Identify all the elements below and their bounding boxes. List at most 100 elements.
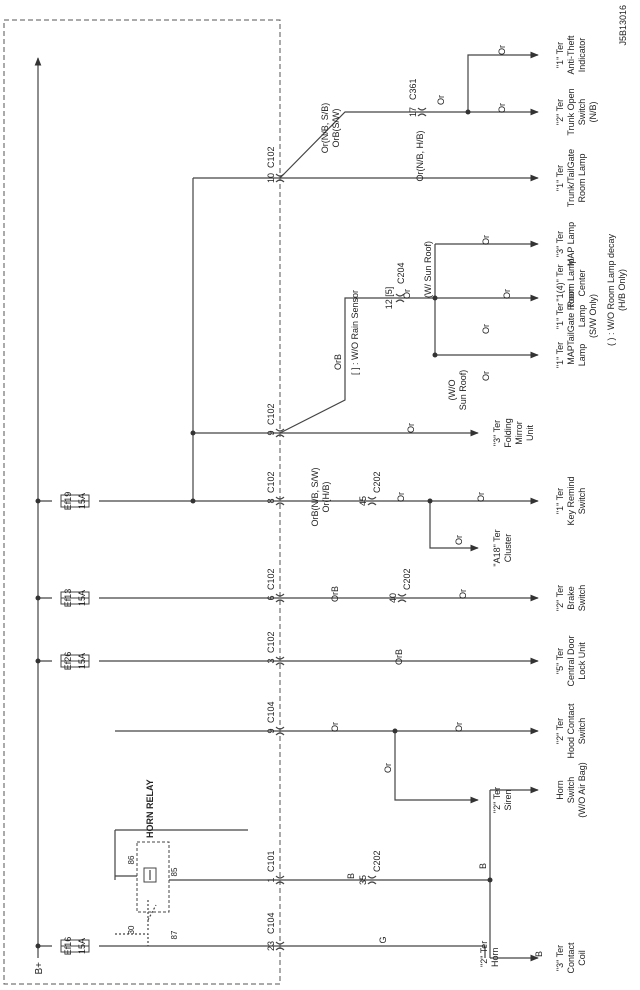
wire-b-switch: B — [478, 863, 488, 869]
wire-or-anti-theft: Or — [497, 45, 507, 55]
conn-c102-8: C102 — [266, 471, 276, 493]
fuse-box-outline — [3, 19, 281, 985]
mirror-label: "3" Ter Folding Mirror Unit — [492, 418, 535, 448]
wire-or-c204: Or — [402, 289, 412, 299]
fuse-ef16-name: Ef16 — [63, 937, 73, 956]
horn-switch-label: Horn Switch (W/O Air Bag) — [555, 762, 587, 818]
svg-text:Switch: Switch — [577, 585, 587, 612]
svg-text:Switch: Switch — [577, 99, 587, 126]
conn-c204-pin: 12 [5] — [384, 287, 394, 310]
wire-or-center: Or — [502, 289, 512, 299]
svg-text:"1" Ter: "1" Ter — [555, 488, 565, 514]
conn-c102-3: C102 — [266, 631, 276, 653]
junction-dots — [35, 109, 493, 949]
conn-c102-8-pin: 8 — [266, 498, 276, 503]
svg-text:(W/O Air Bag): (W/O Air Bag) — [577, 762, 587, 818]
conn-c102-9: C102 — [266, 403, 276, 425]
conn-c102-3-pin: 3 — [266, 658, 276, 663]
svg-text:Lamp: Lamp — [577, 305, 587, 328]
svg-text:TailGate Room: TailGate Room — [566, 286, 576, 346]
wire-or-cluster: Or — [454, 535, 464, 545]
relay-pin-85: 85 — [170, 867, 179, 876]
conn-c104-23: C104 — [266, 912, 276, 934]
svg-text:Cluster: Cluster — [503, 534, 513, 563]
fuse-ef19-rating: 15A — [77, 493, 87, 509]
svg-text:"2" Ter: "2" Ter — [479, 941, 489, 967]
svg-text:"3" Ter: "3" Ter — [555, 945, 565, 971]
svg-text:Hood Contact: Hood Contact — [566, 703, 576, 759]
fuse-ef19: Ef19 15A — [60, 492, 90, 510]
svg-text:"1(4)" Ter: "1(4)" Ter — [555, 264, 565, 301]
fuse-ef13: Ef13 15A — [60, 589, 90, 608]
trunk-room-lamp-label: "1" Ter Trunk/TailGate Room Lamp — [555, 149, 587, 207]
wire-or-hood-1: Or — [330, 722, 340, 732]
hood-switch-label: "2" Ter Hood Contact Switch — [555, 703, 587, 759]
svg-text:Room Lamp: Room Lamp — [566, 258, 576, 307]
room-lamp-center-label: "1(4)" Ter Room Lamp Center — [555, 258, 587, 307]
wire-or-c361: Or — [436, 95, 446, 105]
svg-text:Contact: Contact — [566, 942, 576, 974]
svg-text:"A18" Ter: "A18" Ter — [492, 529, 502, 566]
conn-c202-35-pin: 35 — [358, 875, 368, 885]
svg-text:Center: Center — [577, 269, 587, 296]
fuse-ef26-name: Ef26 — [63, 652, 73, 671]
labels: J5B13016 B+ 23 C104 1 C101 9 C104 3 C102… — [34, 5, 628, 975]
conn-c104-9-pin: 9 — [266, 728, 276, 733]
conn-c101-1-pin: 1 — [266, 877, 276, 882]
wire-orb-door: OrB — [394, 649, 404, 665]
svg-text:Horn: Horn — [555, 780, 565, 800]
conn-c204: C204 — [396, 262, 406, 284]
wire-or-siren: Or — [383, 763, 393, 773]
wire-trunk-2: OrB(S/W) — [331, 109, 341, 148]
svg-text:Key Remind: Key Remind — [566, 476, 576, 525]
svg-text:"3" Ter: "3" Ter — [492, 420, 502, 446]
wire-or-trunk-switch: Or — [497, 103, 507, 113]
map-lamp-1-label: "1" Ter MAP Lamp — [555, 342, 587, 368]
conn-c102-6: C102 — [266, 568, 276, 590]
tailgate-room-lamp-label: "1" Ter TailGate Room Lamp (S/W Only) — [555, 286, 598, 346]
svg-text:(S/W Only): (S/W Only) — [588, 294, 598, 338]
cluster-label: "A18" Ter Cluster — [492, 529, 513, 566]
wire-or-map3: Or — [481, 235, 491, 245]
wire-trunk-1: Or(N/B, S/B) — [320, 103, 330, 154]
fuses: Ef16 15A Ef26 15A Ef13 15A Ef19 15A — [60, 492, 90, 956]
svg-text:Folding: Folding — [503, 418, 513, 448]
svg-text:"1" Ter: "1" Ter — [555, 165, 565, 191]
svg-text:Room Lamp: Room Lamp — [577, 153, 587, 202]
wire-b-relay: B — [346, 873, 356, 879]
fuse-ef13-name: Ef13 — [63, 589, 73, 608]
svg-text:"3" Ter: "3" Ter — [555, 231, 565, 257]
wire-key-remind-1: OrB(N/B, S/W) — [310, 468, 320, 527]
wire-or-brake: Or — [458, 589, 468, 599]
svg-text:"1" Ter: "1" Ter — [555, 42, 565, 68]
svg-text:Unit: Unit — [525, 425, 535, 442]
svg-text:Horn: Horn — [490, 947, 500, 967]
wire-or-tailgate: Or — [481, 324, 491, 334]
svg-text:Lamp: Lamp — [577, 344, 587, 367]
fuse-ef13-rating: 15A — [77, 590, 87, 606]
conn-c102-10: C102 — [266, 146, 276, 168]
fuse-ef26-rating: 15A — [77, 653, 87, 669]
svg-text:"2" Ter: "2" Ter — [555, 99, 565, 125]
trunk-switch-label: "2" Ter Trunk Open Switch (N/B) — [555, 88, 598, 135]
conn-c104-9: C104 — [266, 701, 276, 723]
wire-or-key-1: Or — [396, 492, 406, 502]
svg-text:Indicator: Indicator — [577, 38, 587, 73]
key-remind-label: "1" Ter Key Remind Switch — [555, 476, 587, 525]
wire-g: G — [378, 936, 388, 943]
relay-label: HORN RELAY — [145, 779, 155, 838]
wire-or-hood-2: Or — [454, 722, 464, 732]
conn-c202-40: C202 — [402, 568, 412, 590]
wire-or-key-2: Or — [476, 492, 486, 502]
connector-marks — [275, 107, 427, 951]
svg-text:Trunk Open: Trunk Open — [566, 88, 576, 135]
svg-text:Lock Unit: Lock Unit — [577, 642, 587, 680]
svg-text:"2" Ter: "2" Ter — [555, 585, 565, 611]
svg-text:MAP Lamp: MAP Lamp — [566, 222, 576, 266]
wire-or-mirror: Or — [406, 423, 416, 433]
svg-text:Brake: Brake — [566, 586, 576, 610]
diagram-code: J5B13016 — [618, 5, 628, 46]
svg-text:"1" Ter: "1" Ter — [555, 342, 565, 368]
fuse-ef16: Ef16 15A — [60, 937, 90, 956]
